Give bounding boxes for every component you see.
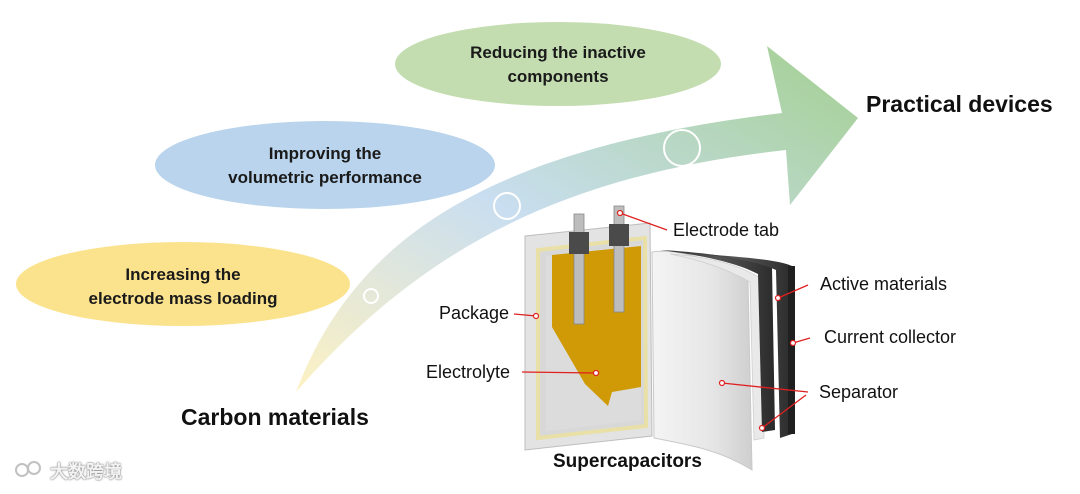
tab-seal-left (569, 232, 589, 254)
callout-dot (789, 339, 797, 347)
bubble-medium (493, 192, 521, 220)
label-active-materials: Active materials (820, 274, 948, 294)
callout-dot (718, 379, 726, 387)
callout-package (513, 313, 537, 317)
separator-sheet-2 (669, 253, 765, 441)
step-1-text: Increasing the electrode mass loading (33, 263, 333, 311)
step-2-text: Improving the volumetric performance (175, 142, 475, 190)
progress-arrow (296, 46, 858, 392)
step-ellipse-2 (155, 121, 495, 209)
callout-active (777, 284, 809, 299)
callout-dots (532, 209, 797, 432)
label-separator: Separator (819, 382, 899, 402)
step-1-line1: Increasing the (125, 265, 241, 284)
electrode-tab-left (573, 213, 585, 325)
bubble-large (663, 129, 701, 167)
end-label: Practical devices (866, 91, 1053, 117)
callout-dot (758, 424, 766, 432)
callout-electrode-tab (619, 212, 668, 231)
callout-separator-2 (761, 394, 807, 429)
step-ellipse-1 (16, 242, 350, 326)
collector-edge (788, 266, 795, 434)
callout-dot (592, 369, 600, 377)
bubble-small (363, 288, 379, 304)
separator-sheet (651, 250, 753, 471)
device-title: Supercapacitors (553, 451, 702, 472)
callout-dot (616, 209, 624, 217)
callout-dot (774, 294, 782, 302)
step-2-line2: volumetric performance (228, 168, 422, 187)
tab-seal-right (609, 224, 629, 246)
electrode-tab-right (613, 205, 625, 313)
active-material-layer (660, 250, 775, 432)
step-3-line1: Reducing the inactive (470, 43, 646, 62)
step-3-text: Reducing the inactive components (408, 41, 708, 89)
step-1-line2: electrode mass loading (88, 289, 278, 308)
step-ellipse-3 (395, 22, 721, 106)
step-2-line1: Improving the (268, 144, 382, 163)
step-3-line2: components (507, 67, 609, 86)
watermark-text: 大数跨境 (50, 462, 122, 482)
callout-separator-1 (721, 382, 809, 393)
label-package: Package (439, 303, 510, 323)
label-electrolyte: Electrolyte (426, 362, 511, 382)
callouts (513, 212, 811, 429)
watermark-logo-icon (15, 461, 41, 477)
supercapacitor-illustration (524, 205, 795, 471)
callout-electrolyte (521, 371, 597, 374)
label-current-collector: Current collector (824, 327, 957, 347)
current-collector-layer (680, 252, 795, 438)
label-electrode-tab: Electrode tab (673, 220, 780, 240)
start-label: Carbon materials (181, 404, 369, 430)
callout-dot (532, 312, 540, 320)
